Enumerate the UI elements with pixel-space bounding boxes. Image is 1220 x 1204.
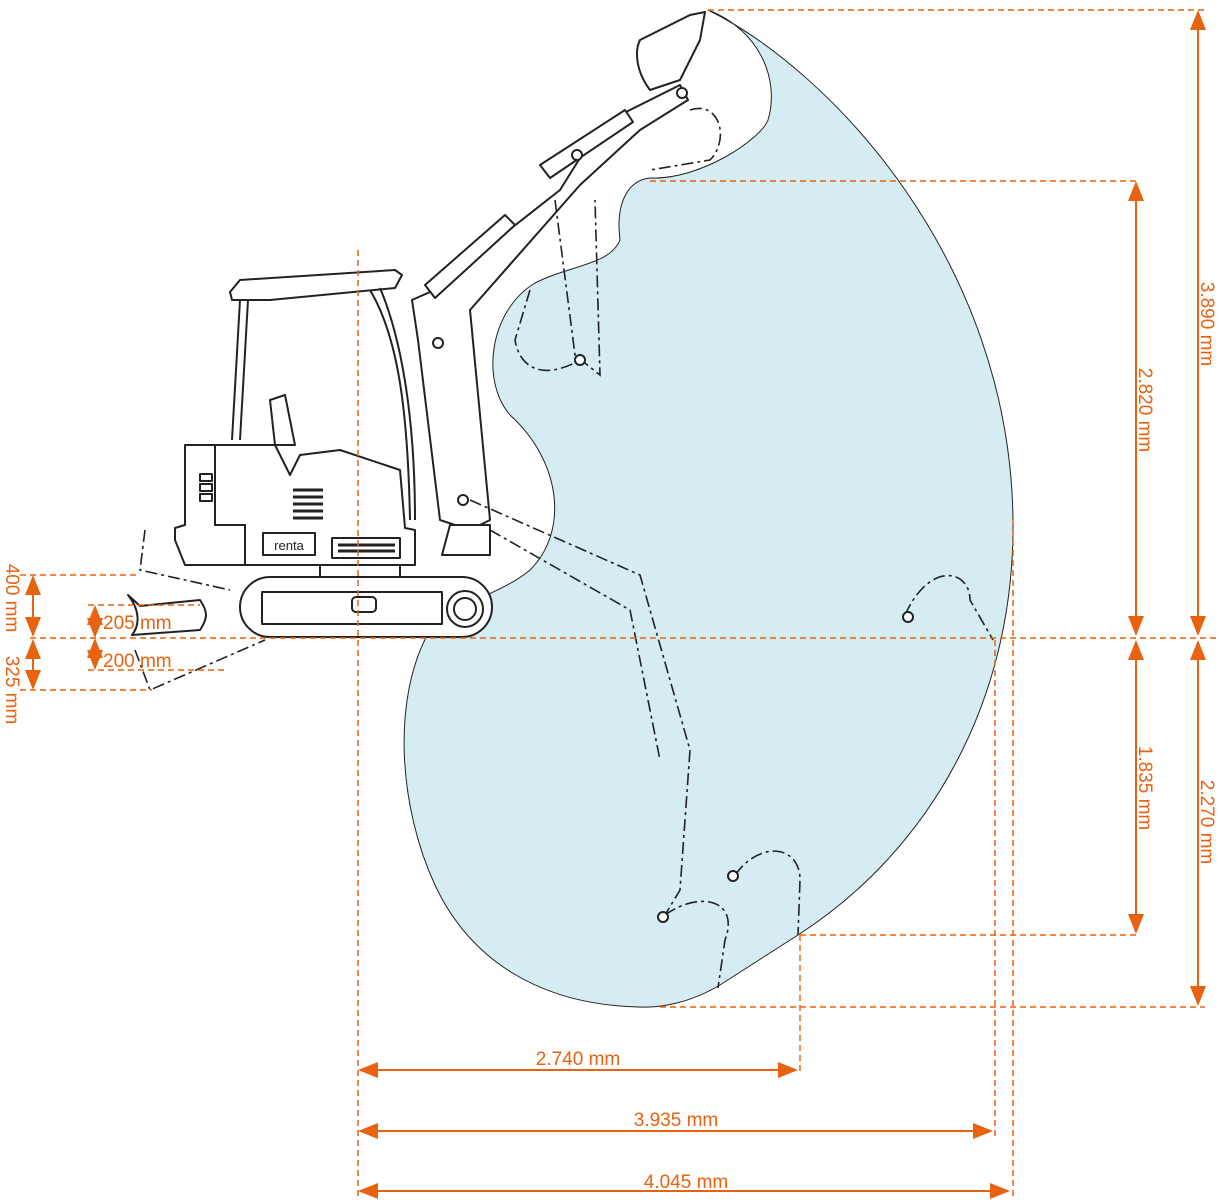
- brand-label: renta: [274, 538, 304, 553]
- reach-at-ground-label: 3.935 mm: [634, 1110, 718, 1131]
- max-reach-label: 4.045 mm: [644, 1172, 728, 1193]
- blade-lift-label: 400 mm: [1, 564, 22, 633]
- dump-height-label: 2.820 mm: [1134, 368, 1155, 452]
- blade-height-up-label: 205 mm: [103, 613, 172, 634]
- working-envelope: [403, 9, 1014, 1008]
- reach-at-depth-label: 2.740 mm: [536, 1049, 620, 1070]
- blade-height-down-label: 200 mm: [103, 651, 172, 672]
- dig-depth-label: 2.270 mm: [1196, 780, 1217, 864]
- blade-depth-label: 325 mm: [1, 656, 22, 725]
- brand-plate: [262, 532, 316, 556]
- dig-height-label: 3.890 mm: [1196, 282, 1217, 366]
- excavator-drawing: renta: [127, 11, 994, 989]
- vertical-depth-label: 1.835 mm: [1134, 746, 1155, 830]
